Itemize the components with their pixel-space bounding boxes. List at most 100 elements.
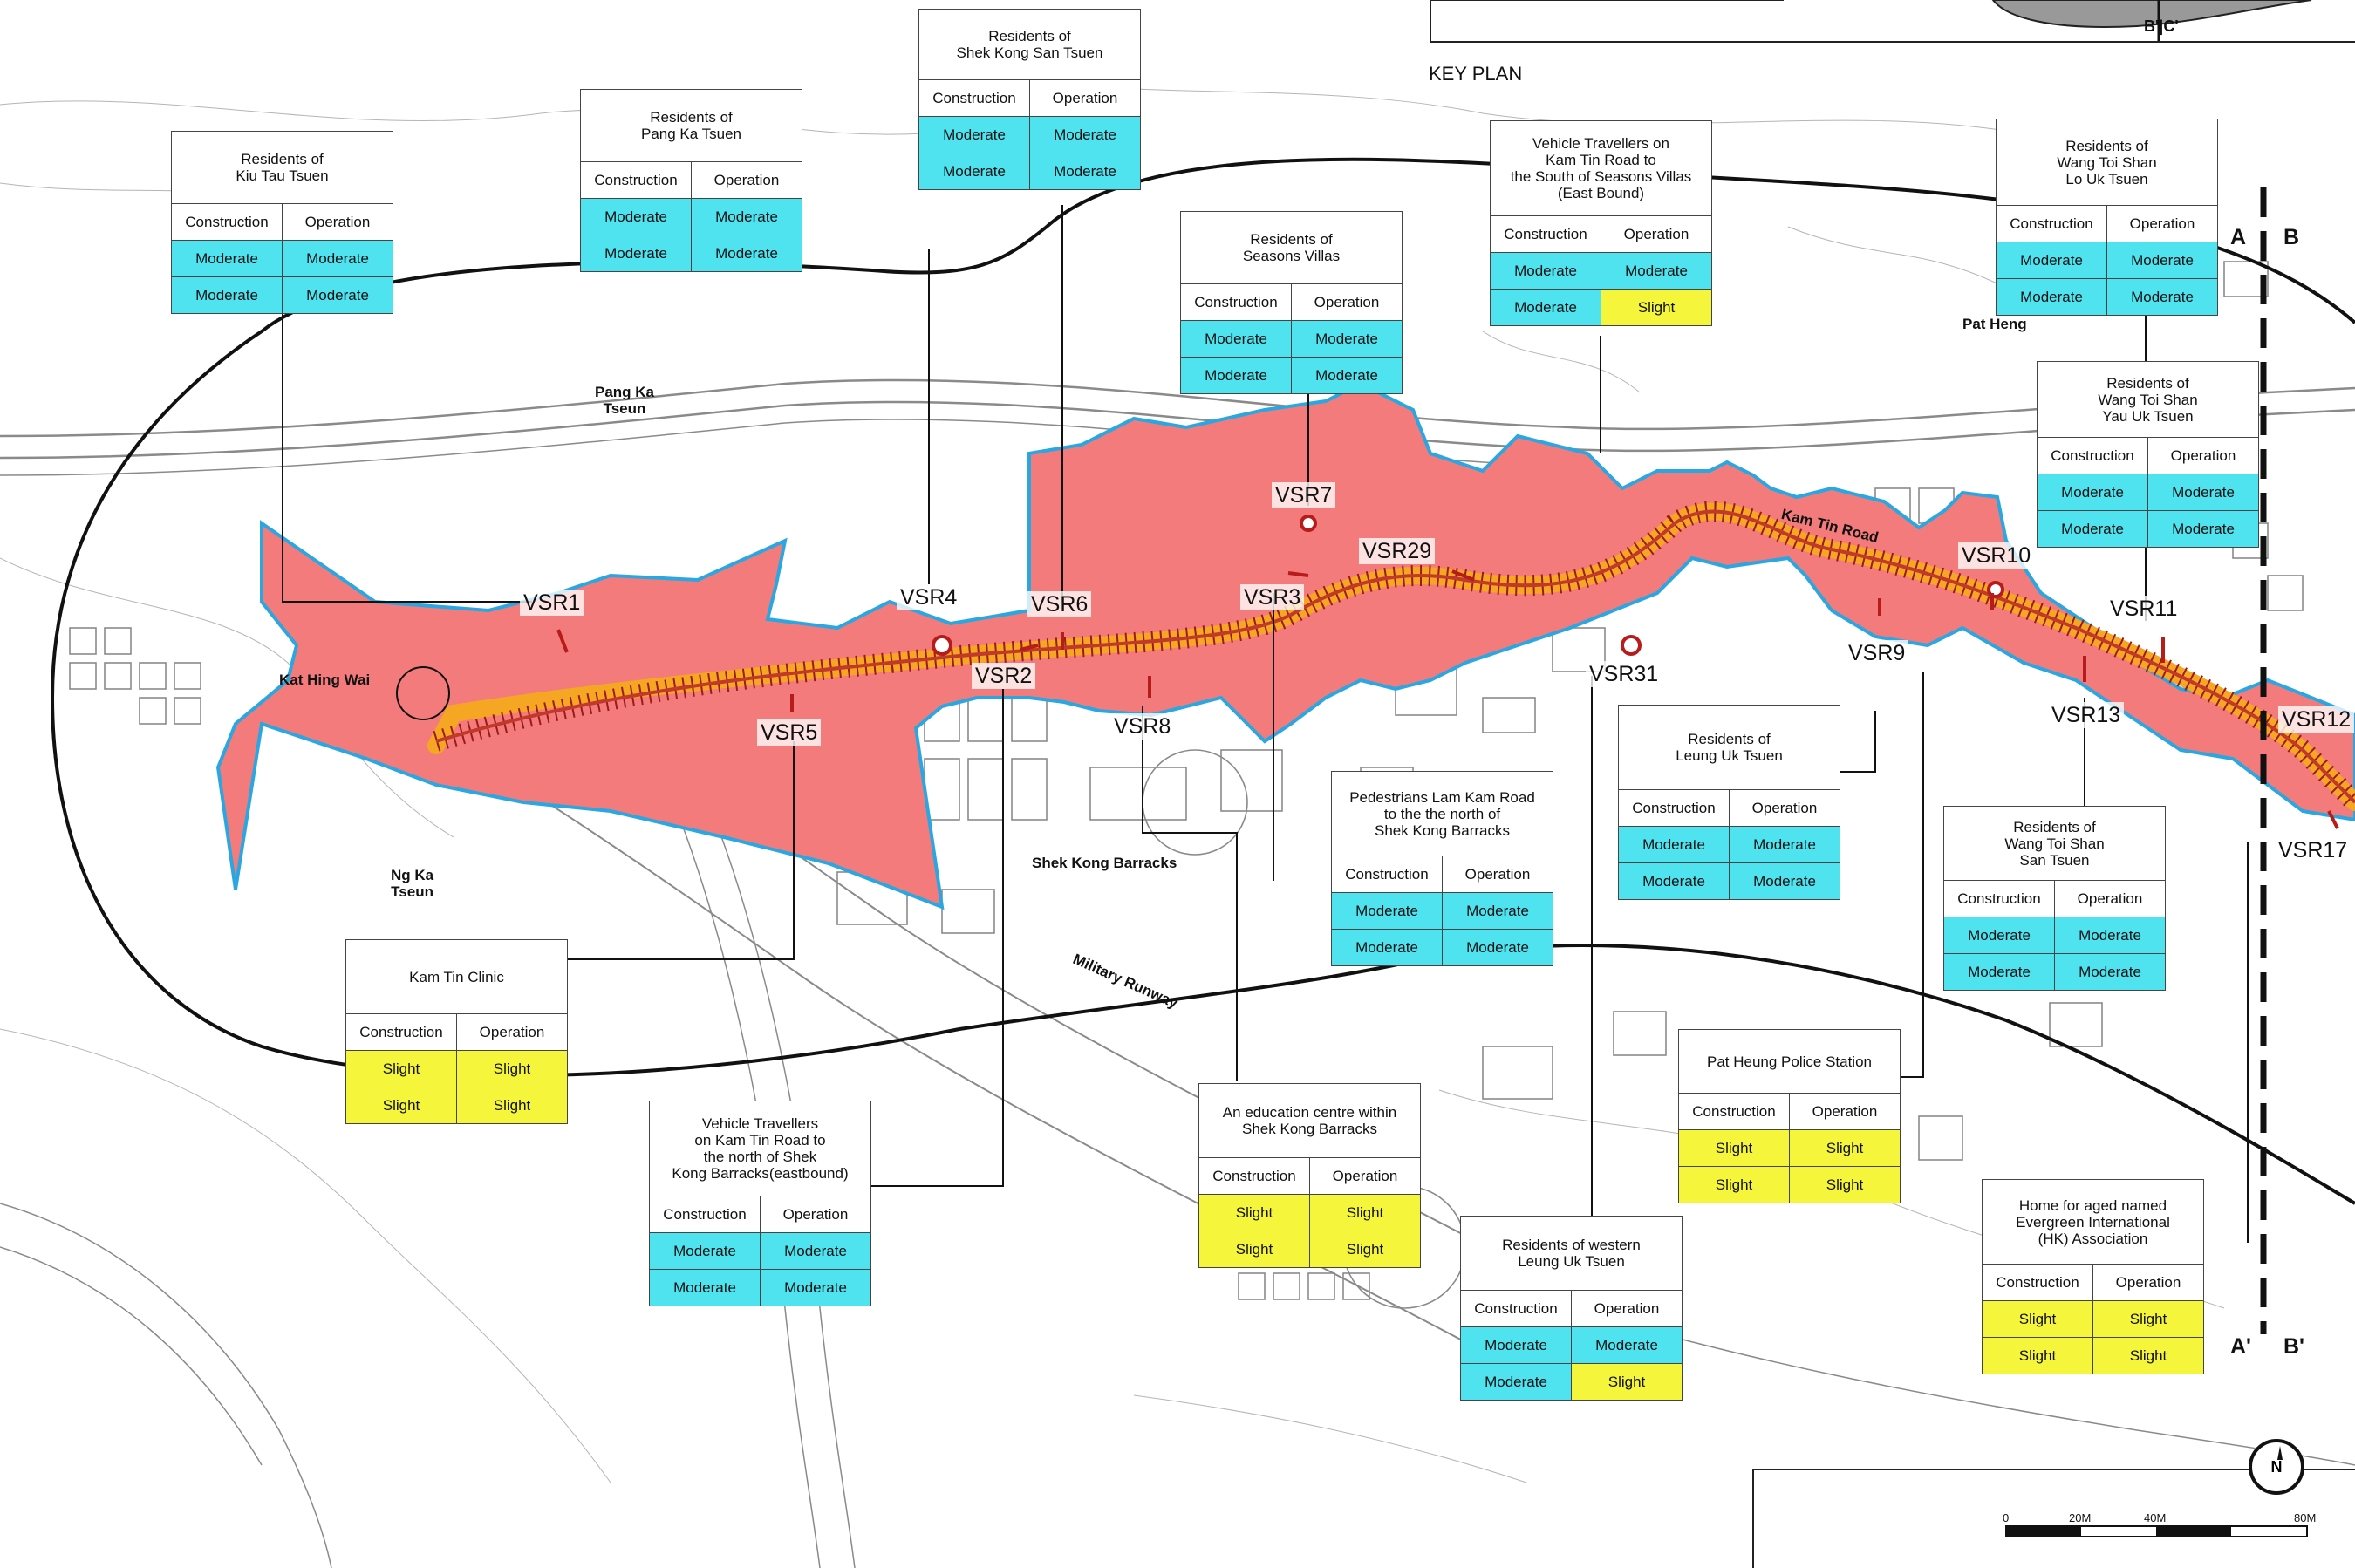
impact-card-header-cell: Construction bbox=[1997, 205, 2106, 242]
impact-rating-cell: Moderate bbox=[650, 1269, 760, 1306]
impact-rating-cell: Moderate bbox=[1491, 252, 1601, 289]
key-plan-title: KEY PLAN bbox=[1429, 63, 1523, 85]
vsr-label: VSR7 bbox=[1272, 482, 1336, 508]
impact-card-title: Residents of Wang Toi Shan Lo Uk Tsuen bbox=[2057, 137, 2157, 187]
impact-card-title: Residents of Leung Uk Tsuen bbox=[1676, 731, 1783, 764]
works-corridor-centre bbox=[435, 509, 2355, 804]
impact-rating-cell: Moderate bbox=[1601, 252, 1711, 289]
impact-card-header-cell: Construction bbox=[2038, 437, 2147, 474]
impact-card: Pedestrians Lam Kam Road to the the nort… bbox=[1331, 771, 1553, 966]
impact-rating-cell: Moderate bbox=[1729, 862, 1840, 899]
impact-card-header-cell: Construction bbox=[1199, 1157, 1309, 1194]
impact-rating-cell: Moderate bbox=[760, 1232, 870, 1269]
impact-rating-cell: Slight bbox=[2092, 1337, 2203, 1374]
impact-rating-cell: Slight bbox=[1199, 1194, 1309, 1231]
impact-rating-cell: Slight bbox=[1983, 1337, 2092, 1374]
scale-label: 40M bbox=[2144, 1511, 2167, 1524]
impact-card-header-cell: Operation bbox=[2147, 437, 2258, 474]
impact-rating-cell: Moderate bbox=[1944, 953, 2054, 990]
impact-card-header-cell: Construction bbox=[1332, 856, 1442, 892]
impact-card-title: Residents of Wang Toi Shan Yau Uk Tsuen bbox=[2098, 374, 2198, 425]
impact-rating-cell: Moderate bbox=[282, 276, 392, 313]
impact-card-title: Residents of Pang Ka Tsuen bbox=[641, 109, 741, 142]
vsr-label: VSR10 bbox=[1958, 542, 2035, 569]
impact-card-header-cell: Construction bbox=[1491, 215, 1601, 252]
impact-rating-cell: Moderate bbox=[2054, 917, 2165, 953]
label-ng-ka-tseun: Ng Ka Tseun bbox=[391, 867, 434, 900]
vsr-label: VSR17 bbox=[2275, 837, 2352, 863]
impact-card: Home for aged named Evergreen Internatio… bbox=[1982, 1179, 2204, 1374]
impact-card-header-cell: Construction bbox=[1944, 880, 2054, 917]
impact-rating-cell: Moderate bbox=[1291, 357, 1402, 393]
impact-rating-cell: Slight bbox=[1679, 1166, 1789, 1203]
impact-card-header-cell: Construction bbox=[1679, 1093, 1789, 1129]
impact-rating-cell: Moderate bbox=[919, 116, 1029, 153]
vsr-label: VSR31 bbox=[1586, 661, 1662, 687]
label-kat-hing-wai: Kat Hing Wai bbox=[279, 672, 371, 688]
label-pat-heng: Pat Heng bbox=[1962, 316, 2027, 332]
impact-rating-cell: Moderate bbox=[1729, 826, 1840, 862]
vsr-label: VSR13 bbox=[2048, 702, 2125, 728]
impact-rating-cell: Moderate bbox=[1442, 892, 1553, 929]
impact-rating-cell: Moderate bbox=[760, 1269, 870, 1306]
section-label-a-prime: A' bbox=[2230, 1334, 2251, 1359]
impact-rating-cell: Slight bbox=[1983, 1300, 2092, 1337]
impact-card-title: Residents of Wang Toi Shan San Tsuen bbox=[2004, 818, 2105, 869]
impact-rating-cell: Moderate bbox=[1571, 1326, 1682, 1363]
impact-card-title: Home for aged named Evergreen Internatio… bbox=[2016, 1196, 2170, 1247]
impact-rating-cell: Moderate bbox=[1997, 278, 2106, 315]
impact-card-title: Vehicle Travellers on Kam Tin Road to th… bbox=[672, 1115, 849, 1182]
impact-rating-cell: Moderate bbox=[691, 198, 802, 235]
impact-rating-cell: Moderate bbox=[2038, 474, 2147, 510]
impact-rating-cell: Moderate bbox=[2106, 278, 2217, 315]
impact-rating-cell: Moderate bbox=[1291, 320, 1402, 357]
impact-rating-cell: Slight bbox=[456, 1087, 567, 1123]
section-label-b: B bbox=[2283, 225, 2300, 249]
impact-rating-cell: Slight bbox=[1789, 1166, 1900, 1203]
impact-rating-cell: Slight bbox=[456, 1050, 567, 1087]
vsr-label: VSR6 bbox=[1027, 591, 1092, 617]
vsr-label: VSR5 bbox=[757, 719, 822, 746]
impact-rating-cell: Moderate bbox=[2147, 474, 2258, 510]
section-label-a: A bbox=[2230, 225, 2247, 249]
impact-card-header-cell: Construction bbox=[346, 1013, 456, 1050]
impact-card-header-cell: Operation bbox=[1309, 1157, 1420, 1194]
impact-card-header-cell: Operation bbox=[1291, 283, 1402, 320]
impact-rating-cell: Slight bbox=[1679, 1129, 1789, 1166]
impact-card: Vehicle Travellers on Kam Tin Road to th… bbox=[1490, 120, 1712, 326]
vsr-label: VSR8 bbox=[1110, 713, 1175, 740]
impact-rating-cell: Moderate bbox=[581, 235, 691, 271]
scale-label: 80M bbox=[2294, 1511, 2317, 1524]
key-plan-inset-label: B'|C' bbox=[2144, 17, 2179, 35]
impact-card-title: Residents of Shek Kong San Tsuen bbox=[956, 28, 1103, 61]
label-shek-kong-barracks: Shek Kong Barracks bbox=[1032, 855, 1178, 871]
inset-frame bbox=[1752, 1469, 2355, 1568]
impact-rating-cell: Slight bbox=[346, 1050, 456, 1087]
